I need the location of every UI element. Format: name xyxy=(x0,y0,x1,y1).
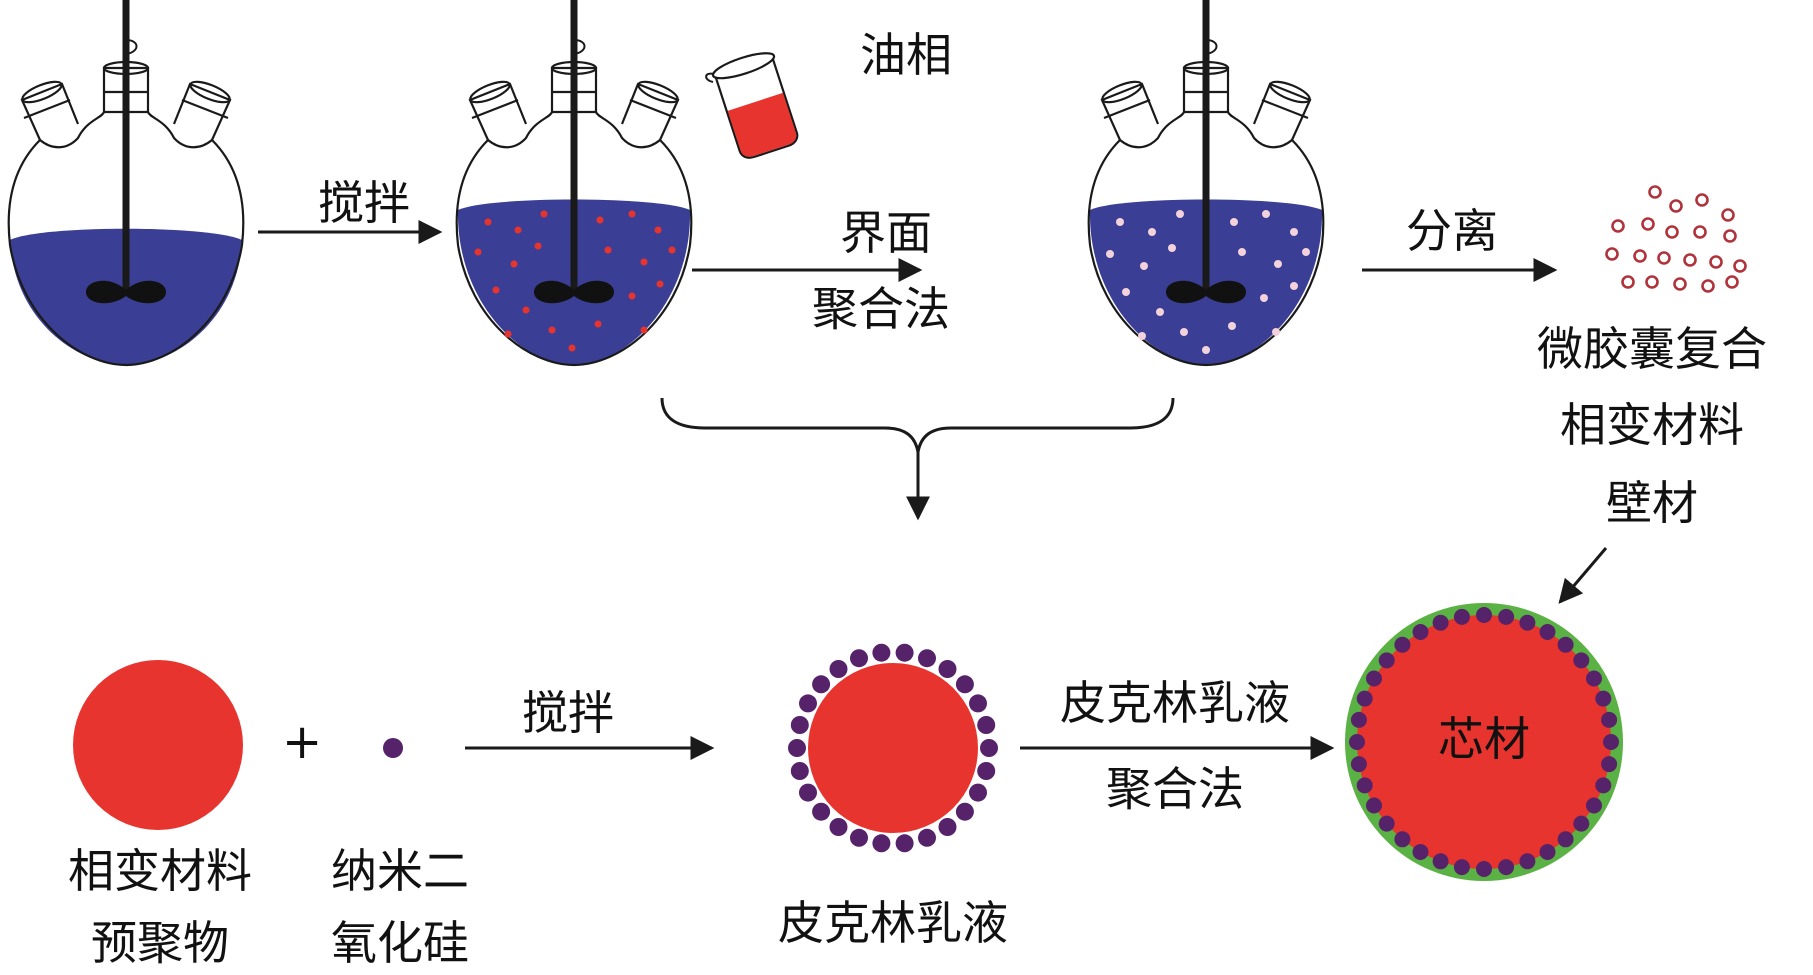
pcm-prepolymer-sphere xyxy=(73,660,243,830)
bracket-connector xyxy=(660,397,1175,453)
silica-particle xyxy=(1378,815,1395,832)
silica-particle xyxy=(1519,853,1536,870)
silica-particle xyxy=(1453,859,1470,876)
silica-particle xyxy=(850,828,868,847)
pickering-method-label-1: 皮克林乳液 xyxy=(1060,676,1290,730)
silica-particle xyxy=(829,660,848,678)
silica-particle xyxy=(1573,815,1590,832)
pcm-prepolymer-label-1: 相变材料 xyxy=(68,844,252,898)
silica-particle xyxy=(1498,859,1515,876)
oil-phase-fill xyxy=(727,92,797,157)
silica-particle xyxy=(980,739,998,757)
water-phase-liquid xyxy=(10,228,242,365)
flask-icon xyxy=(7,0,245,367)
flask-icon xyxy=(455,0,693,367)
silica-particle xyxy=(977,762,996,780)
silica-particle xyxy=(1498,608,1515,625)
silica-particle xyxy=(977,716,996,734)
silica-particle xyxy=(1603,734,1619,750)
interfacial-label-1: 界面 xyxy=(840,206,932,260)
silica-particle xyxy=(895,834,914,853)
separate-label: 分离 xyxy=(1406,204,1498,258)
silica-label-1: 纳米二 xyxy=(331,844,469,898)
nano-silica-particle xyxy=(383,738,403,758)
silica-particle xyxy=(1350,756,1367,773)
silica-particle xyxy=(955,802,974,821)
silica-particle xyxy=(918,649,936,668)
silica-particle xyxy=(872,643,891,662)
microcapsule-icon xyxy=(1345,603,1623,881)
silica-particle xyxy=(1356,777,1373,794)
silica-particle xyxy=(872,834,891,853)
silica-particle xyxy=(1378,652,1395,669)
plus-sign: + xyxy=(282,714,323,770)
silica-particle xyxy=(1476,607,1492,623)
silica-particle xyxy=(1366,797,1382,814)
silica-label-2: 氧化硅 xyxy=(331,916,469,970)
silica-particle xyxy=(788,739,806,757)
silica-particle xyxy=(850,649,868,668)
oil-droplets xyxy=(474,210,676,352)
silica-particle xyxy=(1557,636,1574,653)
wall-label: 壁材 xyxy=(1606,476,1698,530)
silica-particle xyxy=(918,828,936,847)
microcapsule-cluster xyxy=(1605,185,1747,293)
silica-particle xyxy=(829,818,848,836)
pcm-prepolymer-label-2: 预聚物 xyxy=(91,916,229,970)
beaker-icon xyxy=(705,52,799,159)
capsule-droplets xyxy=(1106,210,1310,354)
silica-particle xyxy=(955,675,974,694)
silica-particle xyxy=(790,762,809,780)
silica-particle xyxy=(1539,844,1556,860)
silica-particle xyxy=(1586,670,1602,687)
flask-icon xyxy=(1087,0,1325,367)
silica-particle xyxy=(1586,797,1602,814)
silica-particle xyxy=(1356,690,1373,707)
interfacial-label-2: 聚合法 xyxy=(812,282,950,336)
silica-particle xyxy=(1519,614,1536,631)
stir-label-bottom: 搅拌 xyxy=(522,686,614,740)
silica-particle xyxy=(938,818,957,836)
silica-particle xyxy=(1432,853,1449,870)
silica-particle xyxy=(938,660,957,678)
silica-particle xyxy=(895,643,914,662)
silica-particle xyxy=(969,694,987,713)
silica-particle xyxy=(790,716,809,734)
stirrer-paddle xyxy=(86,280,166,304)
oil-phase-label: 油相 xyxy=(860,28,952,82)
silica-particle xyxy=(969,783,987,802)
silica-particle xyxy=(1350,711,1367,728)
silica-particle xyxy=(1453,608,1470,625)
pickering-emulsion-label: 皮克林乳液 xyxy=(778,896,1008,950)
pickering-method-label-2: 聚合法 xyxy=(1106,762,1244,816)
product-label-2: 相变材料 xyxy=(1560,398,1744,452)
product-label-1: 微胶囊复合 xyxy=(1537,322,1767,376)
pickering-droplet xyxy=(788,643,998,853)
silica-particle xyxy=(1349,734,1365,750)
silica-particle xyxy=(1539,624,1556,640)
silica-particle xyxy=(799,783,817,802)
silica-particle xyxy=(812,675,831,694)
silica-particle xyxy=(1412,624,1429,640)
silica-particle xyxy=(1573,652,1590,669)
silica-particle xyxy=(1595,690,1612,707)
core-label: 芯材 xyxy=(1438,712,1530,766)
silica-particle xyxy=(1595,777,1612,794)
silica-particle xyxy=(1366,670,1382,687)
silica-particle xyxy=(1557,831,1574,848)
silica-particle xyxy=(799,694,817,713)
wall-pointer-arrow xyxy=(1558,547,1608,604)
stir-label-top: 搅拌 xyxy=(318,176,410,230)
silica-particle xyxy=(1412,844,1429,860)
silica-particle xyxy=(1476,861,1492,877)
silica-particle xyxy=(1601,756,1618,773)
silica-particle xyxy=(1394,636,1411,653)
silica-particle xyxy=(812,802,831,821)
silica-particle xyxy=(1432,614,1449,631)
silica-particle xyxy=(1394,831,1411,848)
silica-particle xyxy=(1601,711,1618,728)
